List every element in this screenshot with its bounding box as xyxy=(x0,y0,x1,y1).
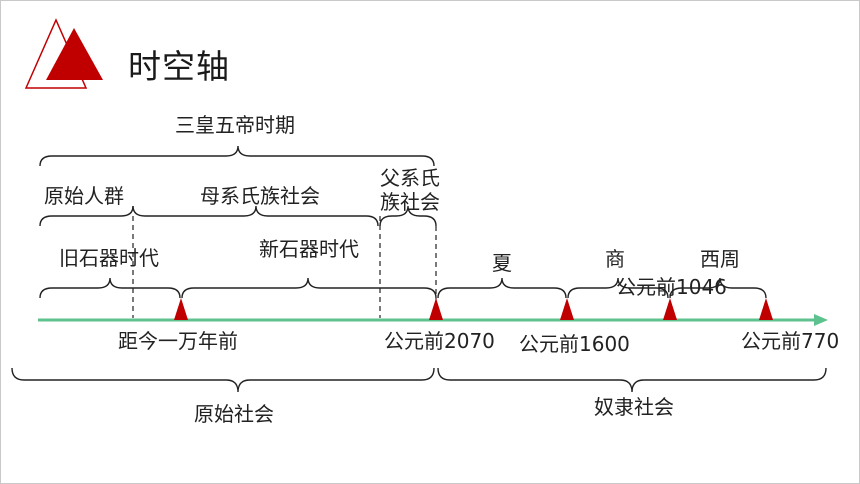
label-sanhuang-period: 三皇五帝时期 xyxy=(175,113,295,137)
brace-yuanshi-renqun xyxy=(39,205,134,227)
label-time-1046: 公元前1046 xyxy=(616,275,727,299)
brace-xia xyxy=(437,277,567,299)
label-xizhou-dynasty: 西周 xyxy=(700,247,740,271)
brace-yuanshi-shehui xyxy=(11,367,435,393)
marker-1046 xyxy=(663,298,677,320)
brace-xizhou xyxy=(669,277,767,299)
label-yuanshi-shehui: 原始社会 xyxy=(194,402,274,426)
brace-shang xyxy=(567,277,669,299)
logo-filled-triangle xyxy=(46,28,103,80)
label-nuli-shehui: 奴隶社会 xyxy=(594,395,674,419)
label-xia-dynasty: 夏 xyxy=(492,251,512,275)
brace-nuli-shehui xyxy=(437,367,827,393)
label-jiushiqi-age: 旧石器时代 xyxy=(59,246,159,270)
label-time-770: 公元前770 xyxy=(741,329,840,353)
marker-2070 xyxy=(429,298,443,320)
label-xinshiqi-age: 新石器时代 xyxy=(259,237,359,261)
label-muxi-society: 母系氏族社会 xyxy=(200,184,320,208)
brace-xinshiqi xyxy=(181,277,437,299)
brace-jiushiqi xyxy=(39,277,181,299)
label-time-2070: 公元前2070 xyxy=(384,329,495,353)
timeline-arrowhead-icon xyxy=(814,314,828,326)
label-yuanshi-renqun: 原始人群 xyxy=(44,184,124,208)
label-fuxi-society: 父系氏族社会 xyxy=(380,166,440,214)
marker-1600 xyxy=(560,298,574,320)
brace-sanhuang xyxy=(39,145,435,167)
brace-muxi xyxy=(132,205,379,227)
triangle-logo-icon xyxy=(24,18,103,89)
label-time-wannian: 距今一万年前 xyxy=(118,329,238,353)
label-shang-dynasty: 商 xyxy=(605,247,625,271)
marker-wannian xyxy=(174,298,188,320)
label-time-1600: 公元前1600 xyxy=(519,332,630,356)
page-title: 时空轴 xyxy=(128,47,230,86)
brace-fuxi xyxy=(379,205,437,227)
marker-770 xyxy=(759,298,773,320)
